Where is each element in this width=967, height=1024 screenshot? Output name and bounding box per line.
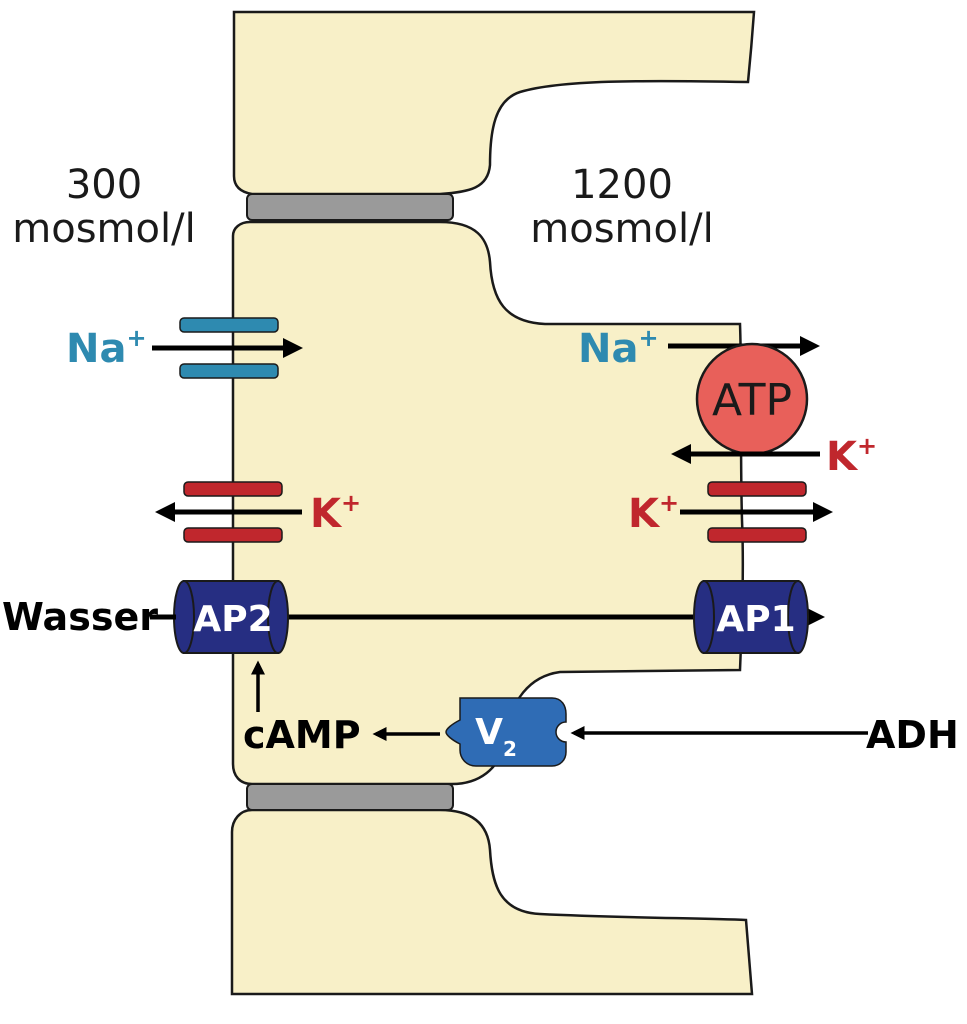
adh-label: ADH <box>866 713 959 757</box>
cell-top <box>232 10 756 196</box>
right-osmolarity-value: 1200 <box>571 162 673 208</box>
atp-label: ATP <box>712 375 792 426</box>
aquaporin-1 <box>693 580 809 654</box>
tight-junction-bottom <box>246 783 454 811</box>
potassium-channel-apical <box>183 481 283 543</box>
sodium-label-right: Na+ <box>578 324 659 372</box>
potassium-channel-basolateral <box>707 481 807 543</box>
sodium-channel-apical <box>179 317 279 379</box>
cell-bottom <box>230 808 754 996</box>
sodium-label-left: Na+ <box>66 324 147 372</box>
v2-receptor-label: V2 <box>475 712 517 761</box>
left-osmolarity-value: 300 <box>66 162 142 208</box>
water-label: Wasser <box>2 595 158 639</box>
aquaporin-2 <box>150 580 289 654</box>
left-osmolarity-unit: mosmol/l <box>12 206 195 252</box>
camp-label: cAMP <box>243 713 361 757</box>
tight-junction-top <box>246 193 454 221</box>
aquaporin-1-label: AP1 <box>716 599 795 640</box>
v2-receptor <box>445 697 567 767</box>
aquaporin-2-label: AP2 <box>193 599 272 640</box>
potassium-label-pump: K+ <box>826 432 877 480</box>
potassium-label-right: K+ <box>628 489 679 537</box>
right-osmolarity-unit: mosmol/l <box>530 206 713 252</box>
potassium-label-left: K+ <box>310 489 361 537</box>
